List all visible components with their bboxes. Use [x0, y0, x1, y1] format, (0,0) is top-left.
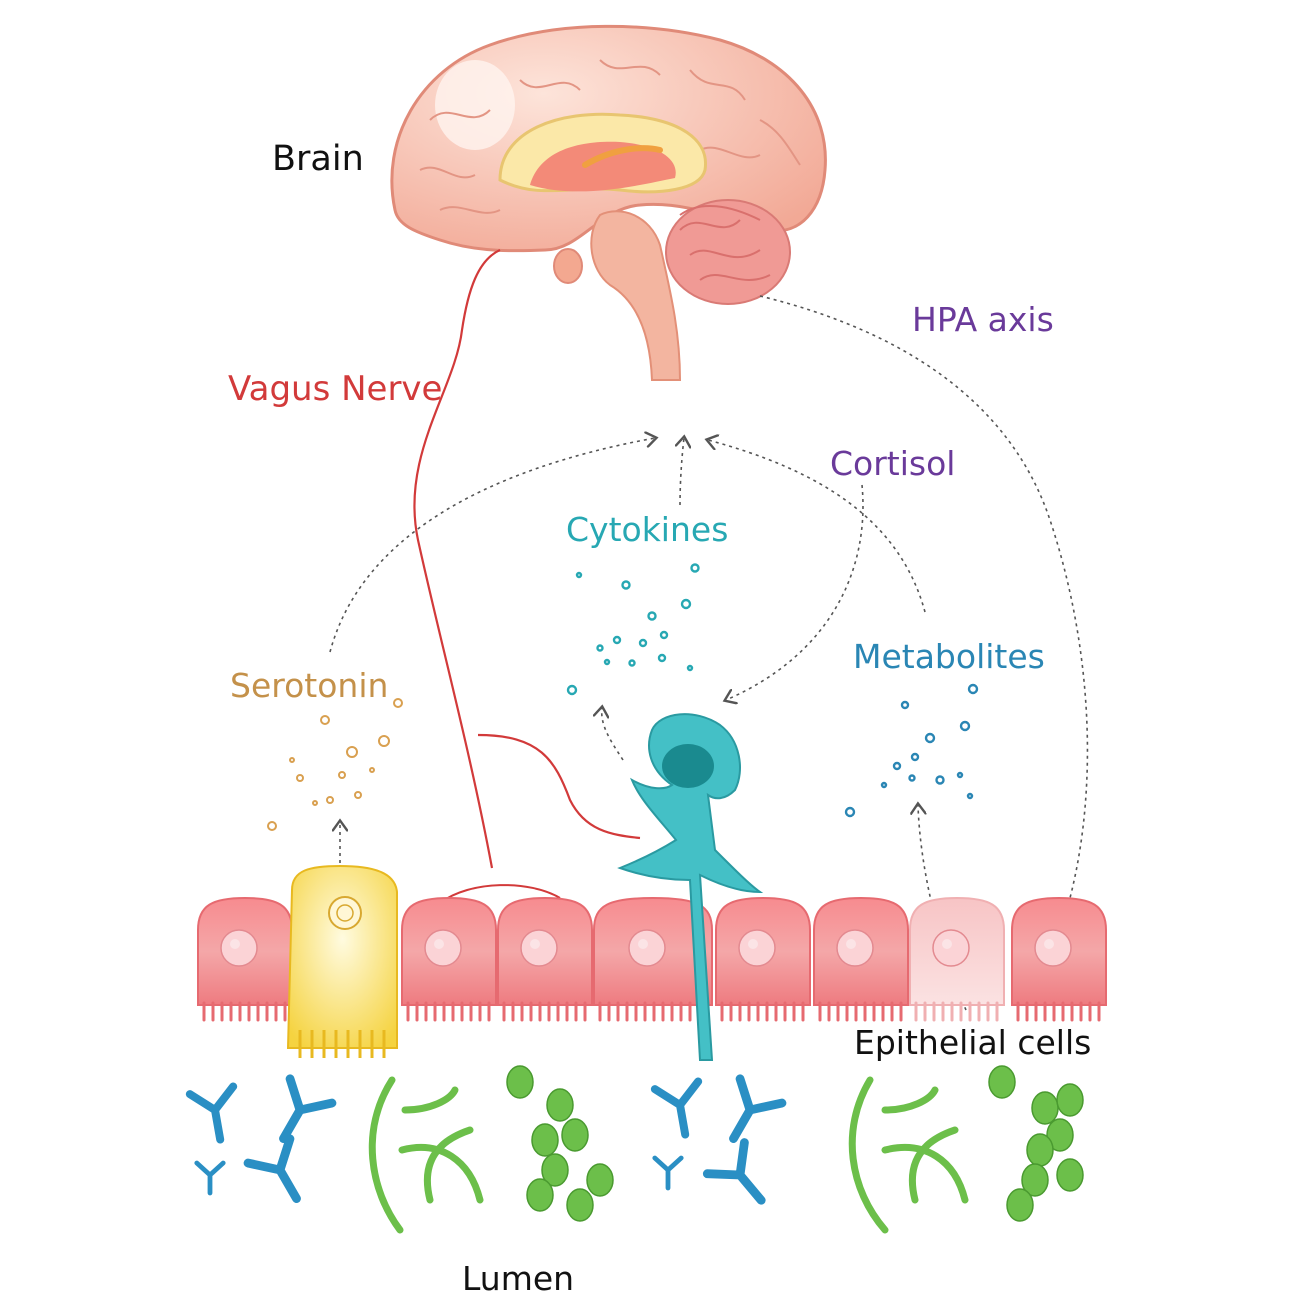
- y-shaped-bacterium: [243, 1134, 301, 1203]
- brain-folds: [419, 59, 801, 214]
- epithelial-cell: [497, 896, 593, 1022]
- cortisol-to-immune-arrow: [726, 484, 864, 700]
- rod-bacterium: [908, 1126, 959, 1204]
- cytokines-to-brain-arrow: [680, 438, 684, 506]
- epithelial-cell: [813, 896, 909, 1022]
- metabolites-to-brain-arrow: [708, 440, 926, 613]
- serotonin-label: Serotonin: [230, 666, 388, 705]
- coccus-bacterium: [1031, 1091, 1059, 1125]
- immune-cell: [617, 713, 764, 1061]
- lumen-label: Lumen: [462, 1259, 574, 1298]
- vagus-nerve-path: [413, 248, 501, 869]
- pituitary: [553, 248, 583, 284]
- epithelial-cell: [401, 896, 497, 1022]
- y-shaped-bacterium: [185, 1082, 238, 1144]
- coccus-bacterium: [526, 1178, 554, 1212]
- coccus-bacterium: [541, 1153, 569, 1187]
- epithelial-cell: [593, 896, 713, 1022]
- coccus-bacterium: [1056, 1158, 1084, 1192]
- epithelial-cells-label: Epithelial cells: [854, 1023, 1091, 1062]
- cerebellum: [665, 199, 791, 305]
- coccus-bacterium: [546, 1088, 574, 1122]
- vagus-branch-epithelium: [439, 884, 561, 904]
- rod-bacterium: [881, 1086, 939, 1114]
- lumen-bacteria: [185, 1065, 1084, 1234]
- cytokine-particles: [566, 563, 700, 696]
- thalamus: [530, 141, 676, 192]
- epithelial-cell: [197, 896, 293, 1022]
- y-shaped-bacterium: [650, 1077, 703, 1139]
- coccus-bacterium: [561, 1118, 589, 1152]
- epithelial-cell-pale: [909, 896, 1005, 1022]
- coccus-bacterium: [1056, 1083, 1084, 1117]
- brain-highlight: [435, 60, 515, 150]
- enterochromaffin-cell: [286, 864, 398, 1058]
- cortisol-label: Cortisol: [830, 444, 955, 483]
- immune-cell-nucleus: [662, 744, 714, 788]
- coccus-bacterium: [1046, 1118, 1074, 1152]
- y-shaped-bacterium: [279, 1074, 337, 1143]
- cerebellum-folds: [679, 204, 771, 281]
- epithelial-layer: [197, 896, 1107, 1022]
- y-shaped-bacterium: [652, 1155, 684, 1191]
- cytokine-release-arrow: [602, 708, 624, 761]
- brain-illustration: [390, 24, 827, 381]
- coccus-bacterium: [1026, 1133, 1054, 1167]
- rod-bacterium: [848, 1076, 889, 1234]
- hpa-axis-label: HPA axis: [912, 300, 1054, 339]
- rod-bacterium: [368, 1076, 404, 1234]
- vagus-nerve-label: Vagus Nerve: [228, 369, 442, 409]
- hpa-axis-path: [759, 295, 1089, 899]
- rod-bacterium: [423, 1126, 474, 1204]
- coccus-bacterium: [531, 1123, 559, 1157]
- ec-cell-nucleus: [328, 896, 362, 930]
- brainstem: [590, 210, 682, 381]
- coccus-bacterium: [1006, 1188, 1034, 1222]
- coccus-bacterium: [1021, 1163, 1049, 1197]
- coccus-bacterium: [566, 1188, 594, 1222]
- coccus-bacterium: [988, 1065, 1016, 1099]
- vagus-branch-immune: [477, 733, 641, 840]
- y-shaped-bacterium: [702, 1138, 766, 1205]
- cytokines-label: Cytokines: [566, 510, 728, 549]
- ec-cell-microvilli: [298, 1030, 386, 1058]
- coccus-bacterium: [586, 1163, 614, 1197]
- fornix: [582, 145, 663, 168]
- rod-bacterium: [881, 1143, 969, 1204]
- brain-label: Brain: [272, 139, 364, 179]
- rod-bacterium: [398, 1143, 484, 1204]
- y-shaped-bacterium: [194, 1160, 226, 1196]
- epithelial-cell: [715, 896, 811, 1022]
- coccus-bacterium: [506, 1065, 534, 1099]
- metabolite-particles: [844, 683, 979, 818]
- serotonin-particles: [267, 698, 403, 831]
- metabolites-label: Metabolites: [853, 637, 1045, 676]
- epithelial-cell: [1011, 896, 1107, 1022]
- y-shaped-bacterium: [729, 1074, 787, 1143]
- rod-bacterium: [401, 1086, 459, 1114]
